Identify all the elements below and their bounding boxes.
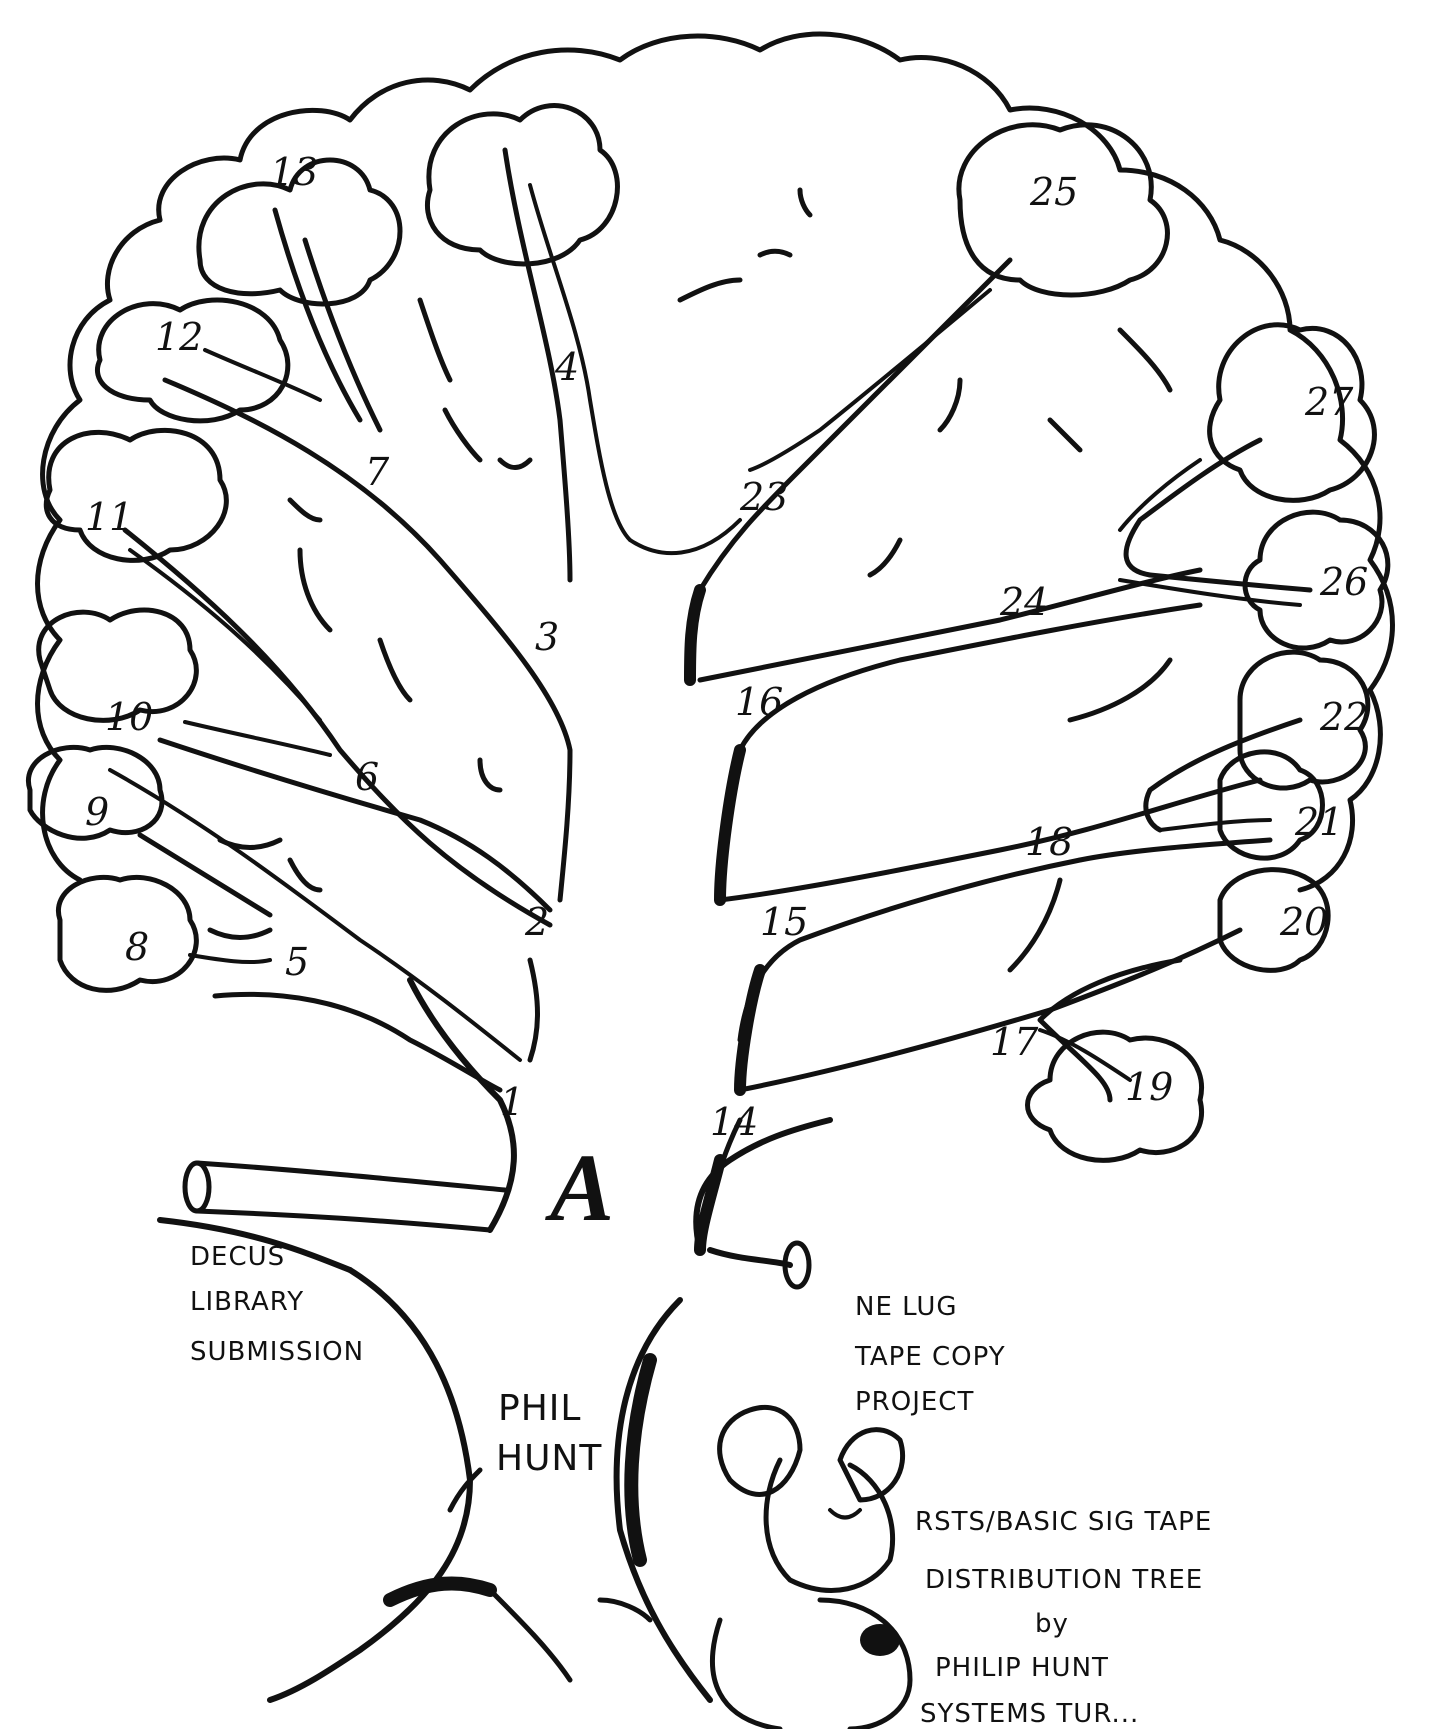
node-label-20: 20 bbox=[1279, 900, 1328, 944]
title-caption-line-2: DISTRIBUTION TREE bbox=[925, 1565, 1203, 1595]
node-label-17: 17 bbox=[990, 1020, 1039, 1064]
node-label-22: 22 bbox=[1319, 695, 1368, 739]
node-label-6: 6 bbox=[355, 755, 379, 799]
node-label-18: 18 bbox=[1025, 820, 1073, 864]
trunk-and-branches bbox=[110, 150, 1310, 1700]
node-label-11: 11 bbox=[85, 495, 133, 539]
node-label-23: 23 bbox=[739, 475, 788, 519]
node-label-3: 3 bbox=[535, 615, 559, 659]
left-caption-line-1: DECUS bbox=[190, 1242, 285, 1272]
node-label-16: 16 bbox=[735, 680, 783, 724]
right-caption-line-3: PROJECT bbox=[855, 1387, 974, 1417]
title-caption: RSTS/BASIC SIG TAPE DISTRIBUTION TREE by… bbox=[915, 1507, 1212, 1729]
trunk-label-line-2: HUNT bbox=[496, 1438, 602, 1479]
node-label-26: 26 bbox=[1319, 560, 1368, 604]
canopy-outline bbox=[38, 34, 1393, 890]
trunk-label-line-1: PHIL bbox=[498, 1388, 581, 1429]
node-label-19: 19 bbox=[1125, 1065, 1173, 1109]
node-label-14: 14 bbox=[710, 1100, 758, 1144]
node-label-5: 5 bbox=[285, 940, 309, 984]
right-caption-line-2: TAPE COPY bbox=[854, 1342, 1006, 1372]
node-label-1: 1 bbox=[500, 1080, 524, 1124]
node-label-13: 13 bbox=[270, 150, 318, 194]
dog-cartoon-illustration bbox=[713, 1407, 911, 1729]
node-label-4: 4 bbox=[554, 345, 579, 389]
node-label-12: 12 bbox=[155, 315, 203, 359]
title-caption-line-3: by bbox=[1035, 1609, 1069, 1639]
node-label-7: 7 bbox=[365, 450, 390, 494]
node-label-9: 9 bbox=[85, 790, 109, 834]
node-label-15: 15 bbox=[760, 900, 808, 944]
node-label-25: 25 bbox=[1029, 170, 1078, 214]
node-label-24: 24 bbox=[999, 580, 1048, 624]
left-caption-line-2: LIBRARY bbox=[190, 1287, 304, 1317]
node-label-8: 8 bbox=[125, 925, 149, 969]
node-label-10: 10 bbox=[105, 695, 153, 739]
title-caption-line-1: RSTS/BASIC SIG TAPE bbox=[915, 1507, 1212, 1537]
node-label-2: 2 bbox=[524, 900, 549, 944]
node-label-27: 27 bbox=[1304, 380, 1354, 424]
tree-root-label: A bbox=[545, 1134, 614, 1241]
left-caption-line-3: SUBMISSION bbox=[190, 1337, 364, 1367]
title-caption-line-5: SYSTEMS TUR... bbox=[920, 1699, 1139, 1729]
title-caption-line-4: PHILIP HUNT bbox=[935, 1653, 1109, 1683]
right-caption-line-1: NE LUG bbox=[855, 1292, 958, 1322]
node-label-21: 21 bbox=[1294, 800, 1343, 844]
